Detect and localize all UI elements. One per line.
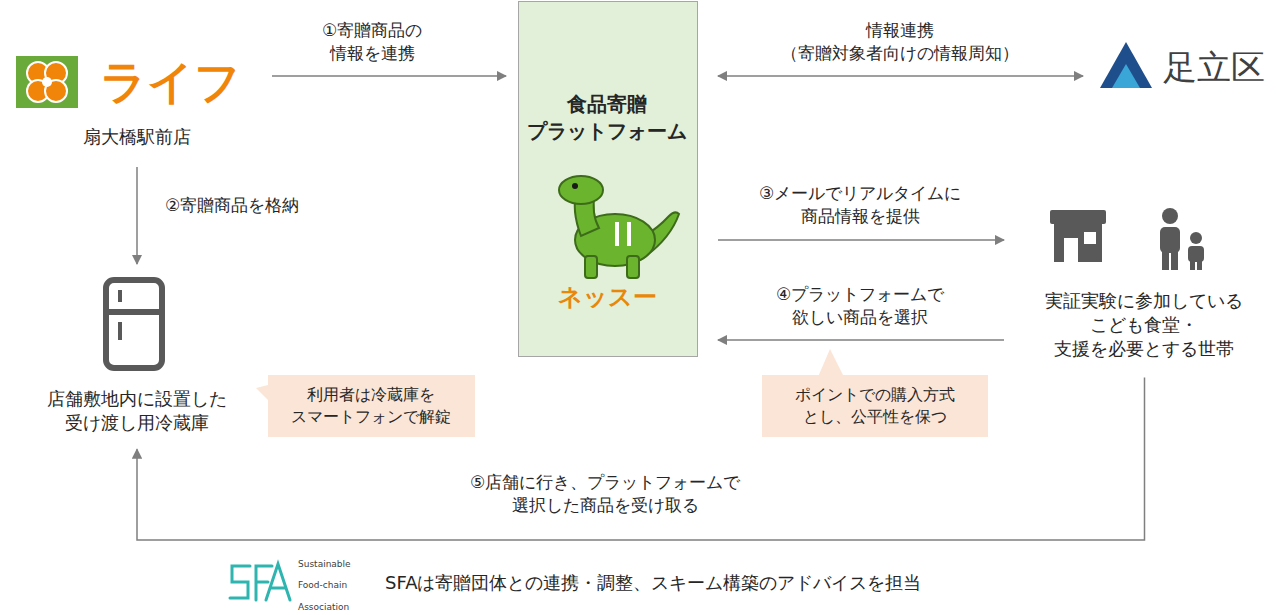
footer-note-slot: SFAは寄贈団体との連携・調整、スキーム構築のアドバイスを担当 [385,571,921,595]
platform-title: 食品寄贈 プラットフォーム [527,92,687,143]
footer-note: SFAは寄贈団体との連携・調整、スキーム構築のアドバイスを担当 [385,572,921,593]
ward-node: 足立区 [1095,38,1271,97]
edge-label-slot: ④プラットフォームで 欲しい商品を選択 [765,283,955,329]
fridge-text: 店舗敷地内に設置した 受け渡し用冷蔵庫 [47,388,227,433]
mascot-dinosaur [519,170,695,290]
store-icon [1050,210,1106,262]
edge-label: ①寄贈商品の 情報を連携 [322,20,422,63]
flow-arrow [136,167,138,264]
platform-title-slot: 食品寄贈 プラットフォーム [522,91,692,145]
mascot-name: ネッスー [558,283,657,311]
callout-text-slot: 利用者は冷蔵庫を スマートフォンで解錠 [281,384,461,427]
edge-label-slot: ①寄贈商品の 情報を連携 [297,19,447,65]
flow-arrow [718,339,1004,341]
adachi-logo [1100,42,1152,88]
fridge-icon [106,280,162,368]
edge-label-slot: ③メールでリアルタイムに 商品情報を提供 [749,182,971,228]
mascot-name-slot: ネッスー [558,281,657,313]
edge-label: 情報連携 （寄贈対象者向けの情報周知） [781,20,1019,63]
edge-label-slot: ②寄贈商品を格納 [165,194,299,217]
store-node: ライフ扇大橋駅前店 [15,48,260,155]
platform-box: 食品寄贈 プラットフォームネッスー [518,1,698,357]
participant-text: 実証実験に参加している こども食堂・ 支援を必要とする世帯 [1045,290,1243,360]
flow-arrow [718,239,1004,241]
callout-box: 利用者は冷蔵庫を スマートフォンで解錠 [268,375,475,437]
flow-arrow [272,75,506,77]
store-name: 扇大橋駅前店 [83,126,191,147]
edge-label: ②寄贈商品を格納 [165,195,299,215]
fridge-node: 店舗敷地内に設置した 受け渡し用冷蔵庫 [22,272,252,441]
callout-text: 利用者は冷蔵庫を スマートフォンで解錠 [291,385,451,426]
edge-label-slot: 情報連携 （寄贈対象者向けの情報周知） [770,19,1030,65]
ward-name-slot: 足立区 [1163,45,1265,91]
store-name-slot: 扇大橋駅前店 [83,125,191,149]
edge-label-slot: ⑤店舗に行き、プラットフォームで 選択した商品を受け取る [455,471,755,517]
logo-subtext: Sustainable Food-chain Association [298,559,351,612]
logo-text-slot: ライフ [100,51,241,113]
flow-arrow [718,75,1083,77]
edge-label: ④プラットフォームで 欲しい商品を選択 [776,284,944,327]
logo-text: ライフ [100,55,241,109]
edge-label: ③メールでリアルタイムに 商品情報を提供 [759,183,961,226]
family-icon [1160,208,1204,270]
callout-text: ポイントでの購入方式 とし、公平性を保つ [795,385,955,426]
callout-tail [818,349,844,377]
callout-box: ポイントでの購入方式 とし、公平性を保つ [762,375,988,437]
ward-name: 足立区 [1163,47,1265,87]
logo-subtext-slot: Sustainable Food-chain Association [298,551,368,615]
edge-label: ⑤店舗に行き、プラットフォームで 選択した商品を受け取る [470,472,740,515]
participant-node: 実証実験に参加している こども食堂・ 支援を必要とする世帯 [1022,195,1267,367]
participant-text-slot: 実証実験に参加している こども食堂・ 支援を必要とする世帯 [1037,289,1252,362]
sfa-logo [230,564,290,600]
life-logo [16,56,78,108]
fridge-text-slot: 店舗敷地内に設置した 受け渡し用冷蔵庫 [37,387,237,436]
callout-text-slot: ポイントでの購入方式 とし、公平性を保つ [784,384,966,427]
